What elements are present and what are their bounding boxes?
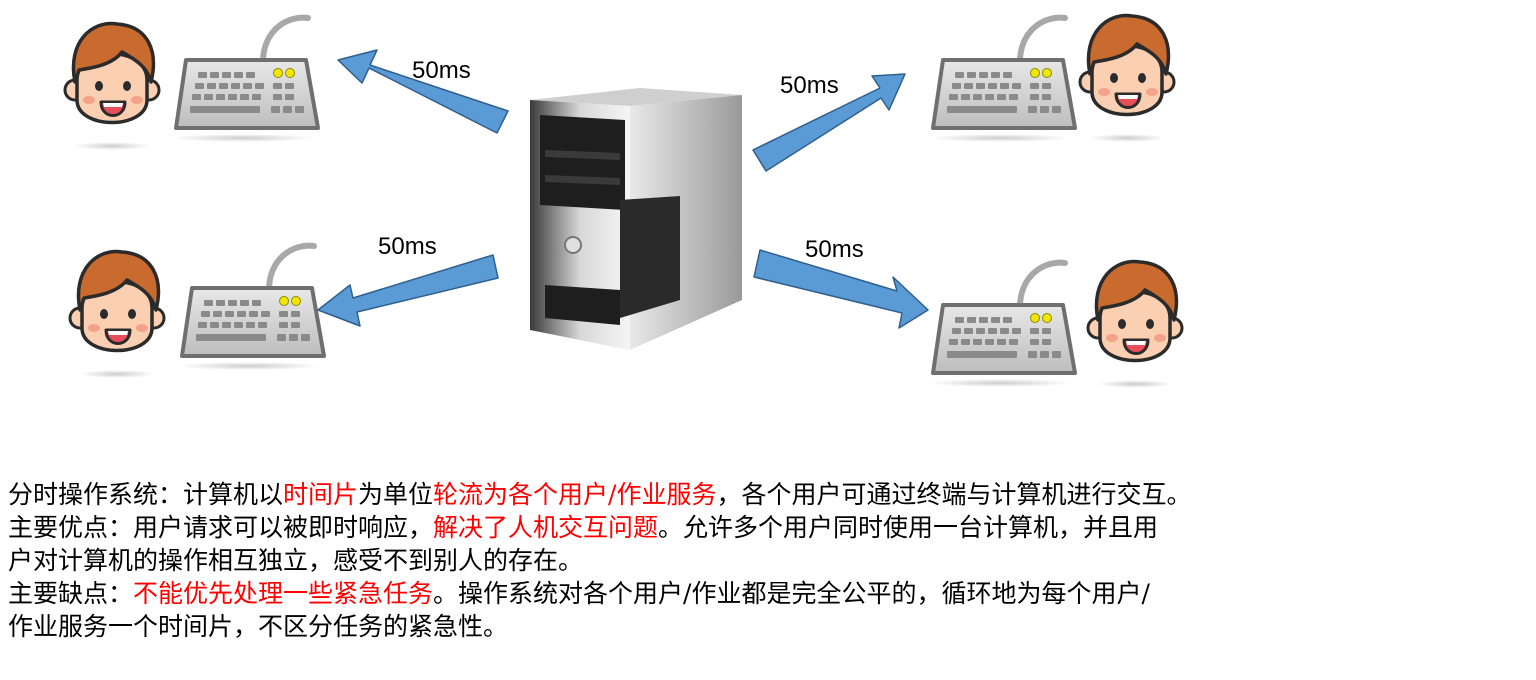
description-line-4: 主要缺点：不能优先处理一些紧急任务。操作系统对各个用户/作业都是完全公平的，循环… (8, 577, 1533, 610)
arrow-to-bottom-left (317, 254, 499, 327)
text-segment: 。操作系统对各个用户/作业都是完全公平的，循环地为每个用户/ (433, 579, 1150, 608)
latency-label-top-right: 50ms (780, 72, 839, 99)
description-line-2: 主要优点：用户请求可以被即时响应，解决了人机交互问题。允许多个用户同时使用一台计… (8, 511, 1533, 544)
text-segment: ，各个用户可通过终端与计算机进行交互。 (716, 480, 1192, 509)
highlight-time-slice: 时间片 (283, 480, 359, 509)
latency-label-bottom-left: 50ms (378, 233, 437, 260)
user-face-icon-bottom-right (1086, 259, 1184, 390)
highlight-interaction: 解决了人机交互问题 (433, 513, 659, 542)
text-segment: 。允许多个用户同时使用一台计算机，并且用 (658, 513, 1159, 542)
text-segment: 作业服务一个时间片，不区分任务的紧急性。 (8, 612, 509, 641)
text-segment: 户对计算机的操作相互独立，感受不到别人的存在。 (8, 546, 584, 575)
latency-label-top-left: 50ms (412, 57, 471, 84)
text-segment: 分时操作系统：计算机以 (8, 480, 284, 509)
keyboard-icon-top-left (171, 18, 318, 142)
description-line-3: 户对计算机的操作相互独立，感受不到别人的存在。 (8, 544, 1533, 577)
text-segment: 为单位 (358, 480, 434, 509)
latency-label-bottom-right: 50ms (805, 236, 864, 263)
keyboard-icon-bottom-right (928, 263, 1075, 387)
user-face-icon-top-right (1078, 13, 1176, 144)
keyboard-icon-bottom-left (177, 246, 324, 370)
arrow-to-top-left (337, 49, 509, 134)
arrow-to-bottom-right (753, 249, 929, 329)
highlight-round-robin: 轮流为各个用户/作业服务 (433, 480, 717, 509)
highlight-no-priority: 不能优先处理一些紧急任务 (133, 579, 434, 608)
server-tower-icon (530, 88, 742, 350)
user-face-icon-top-left (63, 21, 161, 152)
description-text: 分时操作系统：计算机以时间片为单位轮流为各个用户/作业服务，各个用户可通过终端与… (8, 478, 1533, 643)
keyboard-icon-top-right (928, 18, 1075, 142)
timesharing-diagram: 50ms 50ms 50ms 50ms (63, 13, 1184, 420)
user-face-icon-bottom-left (68, 249, 166, 380)
description-line-5: 作业服务一个时间片，不区分任务的紧急性。 (8, 610, 1533, 643)
text-segment: 主要缺点： (8, 579, 134, 608)
description-line-1: 分时操作系统：计算机以时间片为单位轮流为各个用户/作业服务，各个用户可通过终端与… (8, 478, 1533, 511)
arrow-to-top-right (752, 73, 906, 172)
text-segment: 主要优点：用户请求可以被即时响应， (8, 513, 434, 542)
